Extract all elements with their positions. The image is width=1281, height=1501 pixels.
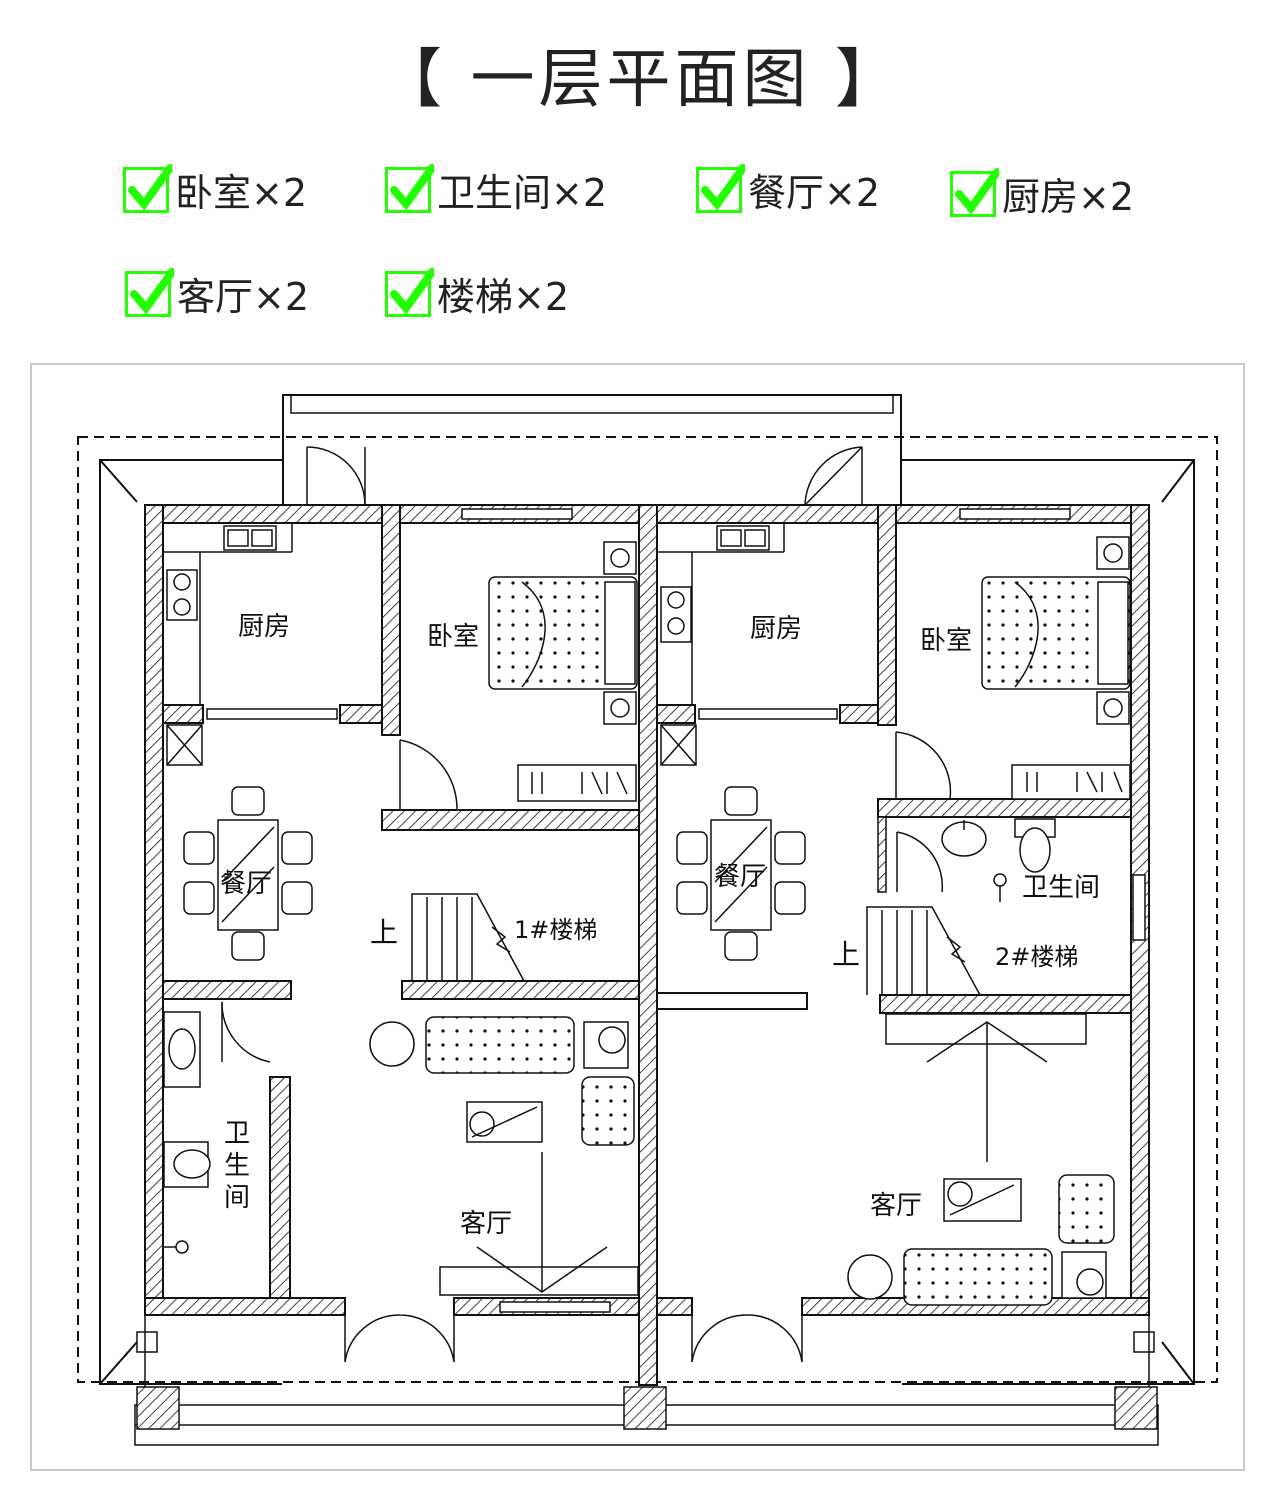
room-label-kitchen-left: 厨房 [238,612,290,642]
room-label-bath-left-3: 间 [224,1183,250,1213]
legend-item-stairs: 楼梯×2 [385,266,569,321]
check-icon [123,163,172,213]
wardrobes [517,764,1131,802]
walls [144,504,1150,1386]
room-label-stair-left: 1#楼梯 [514,916,597,944]
legend-item-living: 客厅×2 [125,266,309,321]
beds [488,536,1131,725]
check-icon [696,163,745,213]
page-title: 【 一层平面图 】 [378,43,903,117]
legend-label: 厨房×2 [1002,175,1135,219]
doors [221,446,952,1363]
room-label-dining-right: 餐厅 [714,862,766,892]
living-furniture [369,1013,1115,1306]
floor-plan-drawing: 厨房 卧室 厨房 卧室 餐厅 餐厅 1#楼梯 2#楼梯 上 上 卫生间 客厅 客… [77,394,1218,1446]
windows [206,508,1146,1313]
room-label-dining-left: 餐厅 [220,869,272,899]
room-label-bedroom-left: 卧室 [427,622,479,652]
roof-eave-right [902,459,1195,1385]
bath-fixtures [163,818,1056,1254]
check-icon [125,267,174,317]
check-icon [950,167,999,217]
legend-item-dining: 餐厅×2 [696,162,880,217]
legend-item-bathroom: 卫生间×2 [385,162,607,217]
room-label-bath-left-2: 生 [224,1151,250,1181]
room-label-kitchen-right: 厨房 [750,614,802,644]
stair-up-label-right: 上 [832,938,860,971]
room-legend: 卧室×2 卫生间×2 餐厅×2 厨房×2 客厅×2 楼梯×2 [0,150,1281,340]
site-boundary [77,436,1218,1383]
check-icon [385,163,434,213]
legend-item-bedroom: 卧室×2 [123,162,307,217]
front-porch [134,1315,1159,1446]
room-label-bath-right: 卫生间 [1022,873,1100,903]
roof-eave-left [99,459,282,1385]
legend-item-kitchen: 厨房×2 [950,166,1134,221]
check-icon [385,267,434,317]
legend-label: 客厅×2 [177,275,310,319]
room-label-bath-left-1: 卫 [224,1119,250,1149]
room-label-living-left: 客厅 [460,1209,512,1239]
kitchen-counters [163,523,785,766]
dining-sets [183,786,806,961]
room-label-bedroom-right: 卧室 [920,626,972,656]
floor-plan: 厨房 卧室 厨房 卧室 餐厅 餐厅 1#楼梯 2#楼梯 上 上 卫生间 客厅 客… [30,363,1245,1471]
room-label-living-right: 客厅 [870,1191,922,1221]
legend-label: 卧室×2 [175,171,308,215]
legend-label: 楼梯×2 [437,275,570,319]
legend-label: 餐厅×2 [748,171,881,215]
legend-label: 卫生间×2 [437,171,608,215]
stair-up-label-left: 上 [370,916,398,949]
stairs [411,893,981,996]
room-label-stair-right: 2#楼梯 [995,943,1078,971]
